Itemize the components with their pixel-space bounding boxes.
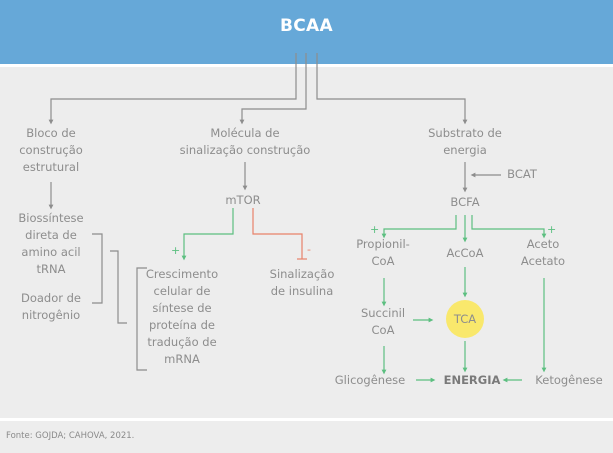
connector-bcaa-substrato: [316, 53, 468, 125]
bracket-crescimento: [136, 267, 147, 371]
diagram-title: BCAA: [280, 16, 333, 36]
node-molecula-sinalizacao: Molécula de sinalização construção: [179, 126, 311, 157]
plus-sign-propionil: +: [370, 223, 380, 236]
node-tca-cycle: TCA: [446, 300, 484, 338]
node-doador-nitrogenio: Doador de nitrogênio: [20, 291, 82, 322]
bracket-biossintese-doador: [92, 233, 103, 304]
bracket-to-crescimento: [110, 250, 127, 324]
source-citation: Fonte: GOJDA; CAHOVA, 2021.: [6, 431, 135, 441]
connector-bcfa-aceto: [471, 215, 547, 239]
node-bcat: BCAT: [507, 167, 537, 181]
connector-mtor-sinalizacao: [252, 208, 303, 259]
footer: Fonte: GOJDA; CAHOVA, 2021.: [0, 421, 613, 453]
node-bloco-construcao: Bloco de construção estrutural: [19, 126, 83, 174]
node-biossintese: Biossíntese direta de amino acil tRNA: [18, 211, 84, 276]
node-aceto-acetato: Aceto Acetato: [520, 237, 566, 268]
connector-bcaa-bloco: [48, 53, 297, 125]
node-sinalizacao-insulina: Sinalização de insulina: [269, 267, 335, 298]
node-mtor: mTOR: [225, 193, 261, 207]
connector-mtor-crescimento: [181, 208, 234, 261]
connector-bcfa-propionil: [381, 215, 457, 239]
node-crescimento-celular: Crescimento celular de síntese de proteí…: [145, 267, 219, 366]
node-substrato-energia: Substrato de energia: [428, 126, 502, 157]
node-propionil-coa: Propionil- CoA: [356, 237, 410, 268]
node-bcfa: BCFA: [450, 195, 480, 209]
plus-sign-crescimento: +: [171, 244, 181, 257]
node-energia: ENERGIA: [443, 373, 501, 387]
connector-bcaa-molecula: [239, 53, 307, 125]
node-ketogenese: Ketogênese: [535, 373, 603, 387]
plus-sign-aceto: +: [547, 223, 557, 236]
node-glicogenese: Glicogênese: [334, 373, 406, 387]
minus-sign-sinalizacao: -: [307, 243, 311, 256]
node-accoa: AcCoA: [446, 246, 484, 260]
node-succinil-coa: Succinil CoA: [360, 306, 406, 337]
tca-label: TCA: [453, 312, 477, 326]
